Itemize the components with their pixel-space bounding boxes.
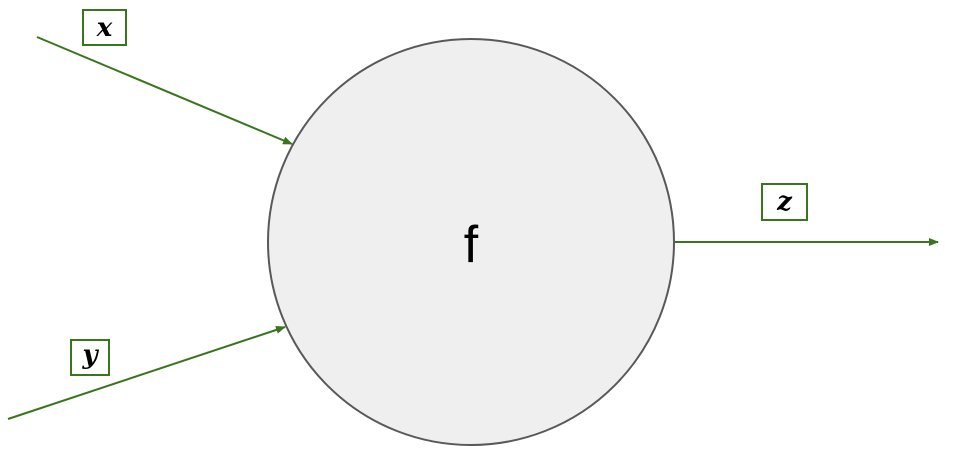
input-label-x-box	[82, 9, 127, 46]
input-label-y: y	[70, 339, 110, 376]
edge-y-to-f	[7, 326, 286, 420]
output-label-z: z	[761, 183, 808, 221]
function-node-label: f	[464, 216, 479, 274]
input-label-y-text: y	[81, 340, 99, 370]
output-label-z-text: z	[776, 187, 793, 217]
function-node-circle	[267, 38, 675, 446]
input-label-y-box	[70, 339, 110, 376]
output-label-z-box	[761, 183, 808, 221]
input-label-x: x	[82, 9, 127, 46]
function-node: f	[267, 38, 675, 446]
input-label-x-text: x	[96, 13, 113, 43]
edge-x-to-f	[36, 36, 293, 145]
